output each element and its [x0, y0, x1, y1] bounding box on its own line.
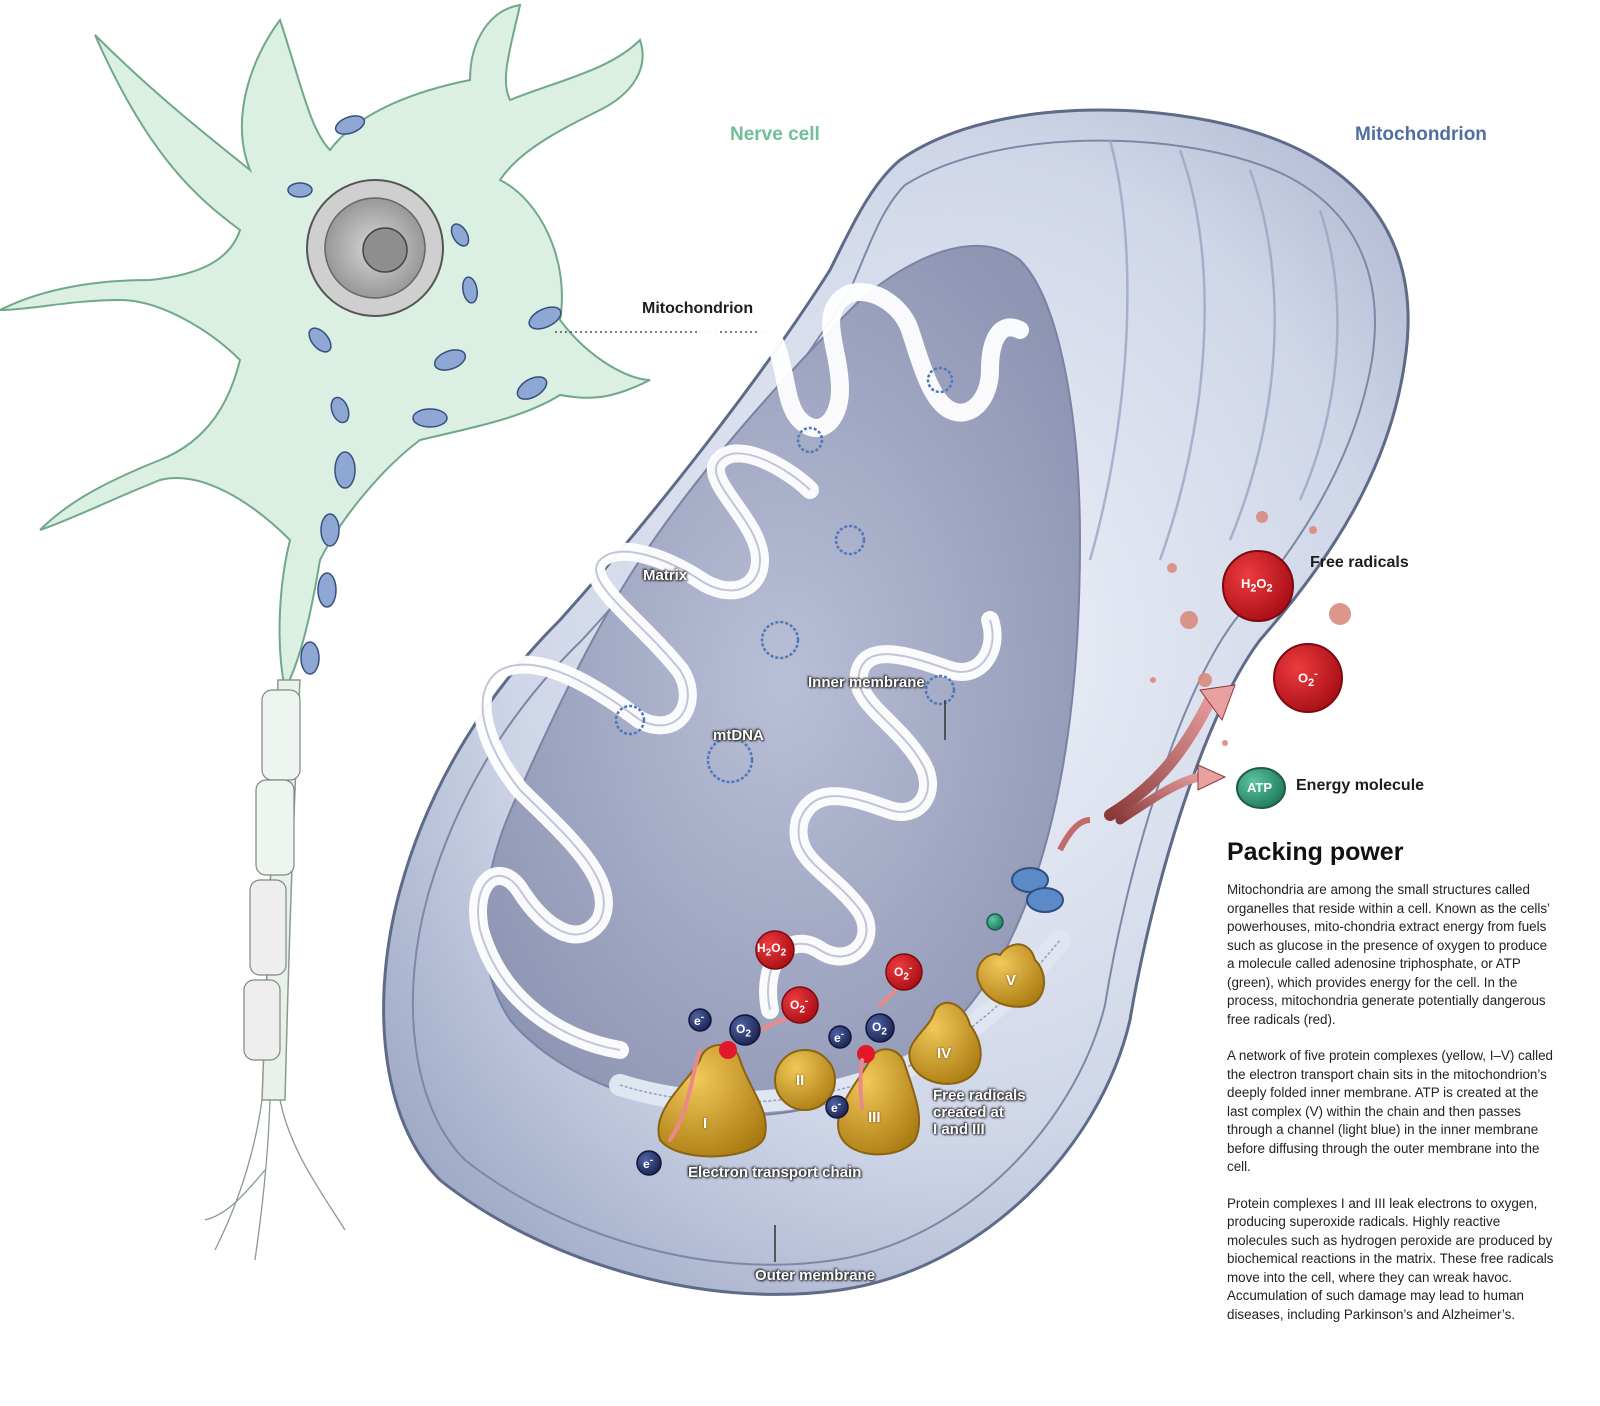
- oxygen-sub: 2: [881, 1026, 887, 1038]
- peroxide-o: O: [1256, 576, 1267, 591]
- complex-i-shape: [657, 1044, 767, 1158]
- superoxide-sub: 2: [799, 1004, 805, 1016]
- complex-v-shape: [976, 943, 1045, 1008]
- inner-membrane-label: Inner membrane: [808, 674, 925, 691]
- oxygen-sub: 2: [745, 1028, 751, 1040]
- superoxide-label-1: O2-: [790, 996, 808, 1015]
- superoxide-charge: -: [908, 963, 913, 974]
- superoxide-label-2: O2-: [894, 963, 912, 982]
- superoxide-charge: -: [1314, 668, 1318, 680]
- electron-charge: -: [840, 1029, 845, 1040]
- oxygen-o: O: [736, 1022, 746, 1036]
- panel-paragraph-1: Mitochondria are among the small structu…: [1227, 882, 1550, 1027]
- complex-i-label: I: [703, 1115, 708, 1132]
- electron-label-4: e-: [834, 1029, 844, 1045]
- free-radicals-created-line-1: Free radicals: [933, 1087, 1026, 1104]
- electron-label-3: e-: [831, 1099, 841, 1115]
- complex-iii-label: III: [868, 1109, 881, 1126]
- legend-atp-label: ATP: [1247, 780, 1273, 795]
- legend-energy-molecule: Energy molecule: [1296, 777, 1425, 794]
- electron-e: e: [831, 1101, 838, 1115]
- mitochondrion: [382, 108, 1410, 1296]
- panel-paragraph-2: A network of five protein complexes (yel…: [1227, 1048, 1553, 1174]
- free-radicals-created-line-3: I and III: [933, 1121, 985, 1138]
- electron-e: e: [834, 1031, 841, 1045]
- free-radicals-created-line-2: created at: [933, 1104, 1004, 1121]
- complex-iii-shape: [837, 1048, 921, 1156]
- oxygen-o: O: [872, 1020, 882, 1034]
- superoxide-o: O: [790, 998, 800, 1012]
- peroxide-label-diagram: H2O2: [757, 941, 786, 958]
- nerve-cell: [0, 3, 770, 1261]
- electron-e: e: [694, 1014, 701, 1028]
- outer-membrane-label: Outer membrane: [755, 1267, 876, 1284]
- legend-superoxide-label: O2-: [1298, 668, 1318, 689]
- peroxide-h: H: [757, 941, 766, 955]
- electron-transport-chain-label: Electron transport chain: [688, 1164, 862, 1181]
- electron-charge: -: [837, 1099, 842, 1110]
- free-radicals-created-label: Free radicals created at I and III: [933, 1087, 1026, 1138]
- peroxide-h: H: [1241, 576, 1251, 591]
- superoxide-o: O: [894, 965, 904, 979]
- peroxide-sub-h: 2: [1250, 582, 1257, 595]
- superoxide-sub: 2: [1308, 676, 1315, 689]
- complex-ii-label: II: [796, 1072, 805, 1089]
- superoxide-o: O: [1298, 670, 1309, 686]
- complex-ii-shape: [774, 1049, 836, 1111]
- electron-e: e: [643, 1157, 650, 1171]
- complex-v-label: V: [1006, 972, 1017, 989]
- electron-charge: -: [649, 1155, 654, 1166]
- superoxide-charge: -: [804, 996, 809, 1007]
- complex-iv-shape: [908, 1001, 982, 1085]
- electron-charge: -: [700, 1012, 705, 1023]
- peroxide-sub-h: 2: [765, 947, 772, 959]
- legend-free-radicals: Free radicals: [1310, 554, 1409, 571]
- peroxide-sub-o: 2: [780, 947, 787, 959]
- oxygen-label-2: O2: [872, 1020, 887, 1037]
- electron-label-2: e-: [694, 1012, 704, 1028]
- nerve-cell-label: Nerve cell: [730, 124, 820, 145]
- electron-label-1: e-: [643, 1155, 653, 1171]
- mitochondrion-callout-label: Mitochondrion: [642, 300, 754, 317]
- oxygen-label-1: O2: [736, 1022, 751, 1039]
- legend-peroxide-label: H2O2: [1241, 576, 1273, 595]
- superoxide-sub: 2: [903, 971, 909, 983]
- electron-transport-chain: [609, 684, 1236, 1176]
- mitochondrion-title: Mitochondrion: [1355, 124, 1487, 145]
- complex-iv-label: IV: [937, 1045, 952, 1062]
- peroxide-o: O: [771, 941, 781, 955]
- peroxide-sub-o: 2: [1266, 582, 1273, 595]
- matrix-label: Matrix: [643, 567, 688, 584]
- panel-title: Packing power: [1227, 838, 1404, 866]
- info-panel: Packing power Mitochondria are among the…: [1227, 838, 1557, 1342]
- panel-paragraph-3: Protein complexes I and III leak electro…: [1227, 1195, 1554, 1322]
- legend-markers: [1150, 511, 1351, 809]
- mtdna-label: mtDNA: [713, 727, 764, 744]
